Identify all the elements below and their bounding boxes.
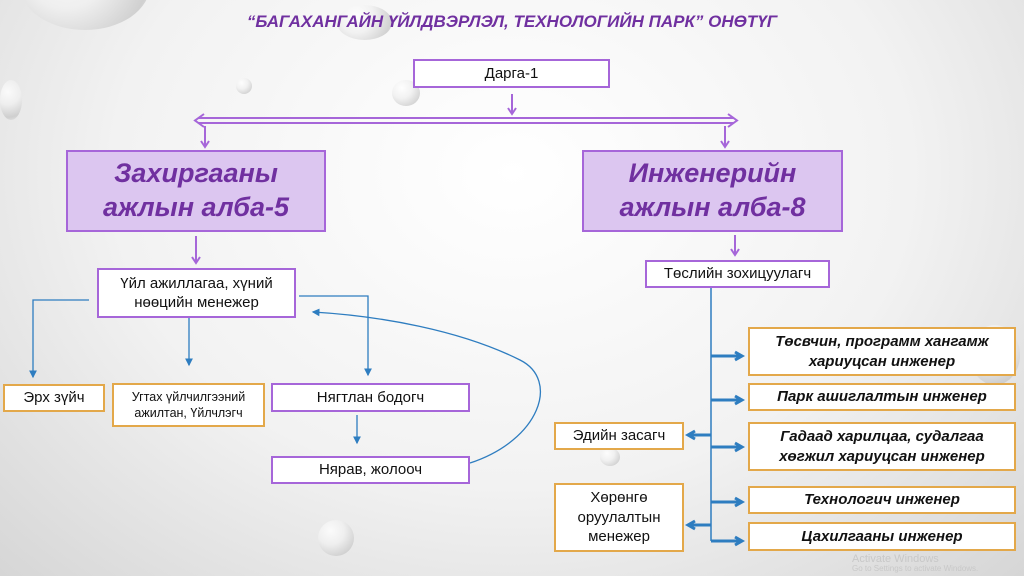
arrow-to-economist	[684, 429, 711, 441]
accountant-box: Нягтлан бодогч	[271, 383, 470, 412]
engineer-box: Төсвчин, программ хангамж хариуцсан инже…	[748, 327, 1016, 376]
admin-department-box: Захиргааны ажлын алба-5	[66, 150, 326, 232]
connector-to-accountant	[299, 295, 372, 377]
engineer-box: Парк ашиглалтын инженер	[748, 383, 1016, 411]
investment-manager-box: Хөрөнгө оруулалтын менежер	[554, 483, 684, 552]
storekeeper-box: Нярав, жолооч	[271, 456, 470, 484]
hr-manager-box: Үйл ажиллагаа, хүний нөөцийн менежер	[97, 268, 296, 318]
arrow-to-engineer	[711, 394, 746, 406]
decor-bubble	[0, 80, 22, 120]
decor-bubble	[337, 5, 392, 40]
slide-title: “БАГАХАНГАЙН ҮЙЛДВЭРЛЭЛ, ТЕХНОЛОГИЙН ПАР…	[246, 12, 778, 31]
engineer-box: Технологич инженер	[748, 486, 1016, 514]
curved-connector	[311, 308, 542, 464]
double-arrow-horizontal	[193, 113, 739, 128]
arrow-to-engineer	[711, 535, 746, 547]
director-box: Дарга-1	[413, 59, 610, 88]
economist-box: Эдийн засагч	[554, 422, 684, 450]
arrow-to-admin	[200, 126, 210, 149]
arrow-to-engineer	[711, 350, 746, 362]
coordinator-box: Төслийн зохицуулагч	[645, 260, 830, 288]
engineer-box: Гадаад харилцаа, судалгаа хөгжил хариуцс…	[748, 422, 1016, 471]
arrow-to-engineer	[711, 496, 746, 508]
connector-to-lawyer	[29, 299, 89, 379]
activation-watermark: Activate Windows Go to Settings to activ…	[852, 553, 978, 574]
arrow-to-engineering	[720, 126, 730, 149]
decor-bubble	[236, 78, 252, 94]
arrow-to-hr	[191, 236, 201, 265]
decor-bubble	[600, 448, 620, 466]
arrow-to-coordinator	[730, 235, 740, 257]
engineer-box: Цахилгааны инженер	[748, 522, 1016, 551]
lawyer-box: Эрх зүйч	[3, 384, 105, 412]
arrow-to-engineer	[711, 441, 746, 453]
reception-box: Угтах үйлчилгээний ажилтан, Үйлчлэгч	[112, 383, 265, 427]
watermark-line1: Activate Windows	[852, 553, 939, 565]
engineering-department-box: Инженерийн ажлын алба-8	[582, 150, 843, 232]
watermark-line2: Go to Settings to activate Windows.	[852, 564, 979, 574]
decor-bubble	[318, 520, 354, 556]
arrow-to-investment-manager	[684, 519, 711, 531]
arrow-director-down	[507, 94, 517, 116]
